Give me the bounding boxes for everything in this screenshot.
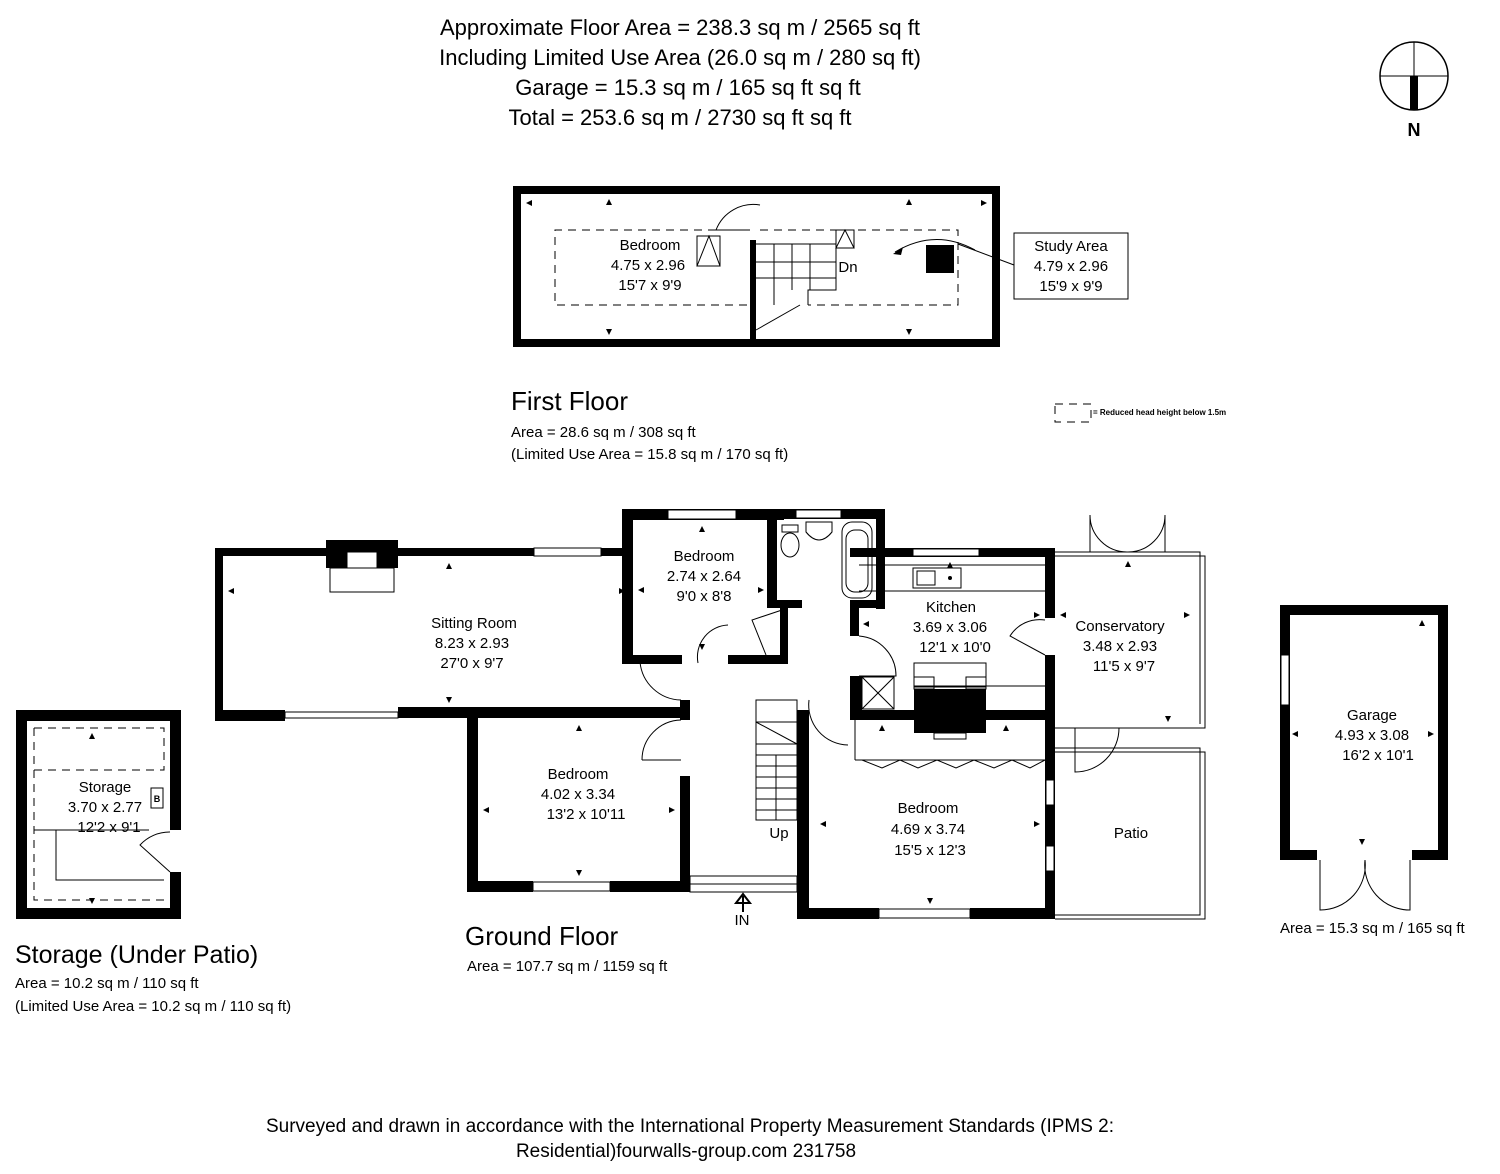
legend: = Reduced head height below 1.5m (1054, 403, 1226, 423)
garage-imperial: 16'2 x 10'1 (1342, 747, 1414, 764)
kitchen-metric: 3.69 x 3.06 (913, 619, 987, 636)
ff-bedroom-metric: 4.75 x 2.96 (611, 257, 685, 274)
first-floor-plan: Bedroom 4.75 x 2.96 15'7 x 9'9 Dn Study … (513, 186, 1129, 347)
storage-title: Storage (Under Patio) (15, 941, 258, 969)
compass-north-label: N (1408, 120, 1421, 140)
ff-stair-label: Dn (838, 259, 857, 276)
kitchen-imperial: 12'1 x 10'0 (919, 639, 991, 656)
storage-room-imperial: 12'2 x 9'1 (77, 819, 140, 836)
conservatory-metric: 3.48 x 2.93 (1083, 638, 1157, 655)
sitting-room-name: Sitting Room (431, 615, 517, 632)
right-bedroom-imperial: 15'5 x 12'3 (894, 842, 966, 859)
garage-plan: Garage 4.93 x 3.08 16'2 x 10'1 (1280, 605, 1448, 911)
legend-text: = Reduced head height below 1.5m (1093, 408, 1226, 417)
first-floor-title: First Floor (511, 386, 628, 416)
storage-room-name: Storage (79, 779, 132, 796)
header: Approximate Floor Area = 238.3 sq m / 25… (439, 15, 921, 130)
ground-floor-plan: Sitting Room 8.23 x 2.93 27'0 x 9'7 Bedr… (215, 509, 1206, 929)
ff-study-imperial: 15'9 x 9'9 (1039, 278, 1102, 295)
storage-area: Area = 10.2 sq m / 110 sq ft (15, 975, 199, 992)
left-bedroom-name: Bedroom (548, 766, 609, 783)
header-limited-use: Including Limited Use Area (26.0 sq m / … (439, 45, 921, 70)
entrance-label: IN (735, 912, 750, 929)
sitting-room-metric: 8.23 x 2.93 (435, 635, 509, 652)
ff-study-name: Study Area (1034, 238, 1108, 255)
gf-stair-label: Up (769, 825, 788, 842)
patio-label: Patio (1114, 825, 1148, 842)
small-bedroom-imperial: 9'0 x 8'8 (677, 588, 732, 605)
kitchen-name: Kitchen (926, 599, 976, 616)
right-bedroom-name: Bedroom (898, 800, 959, 817)
garage-name: Garage (1347, 707, 1397, 724)
footer-line-2: Residential)fourwalls-group.com 231758 (516, 1141, 856, 1162)
ground-floor-title: Ground Floor (465, 921, 619, 951)
first-floor-limited: (Limited Use Area = 15.8 sq m / 170 sq f… (511, 446, 788, 463)
ground-floor-area: Area = 107.7 sq m / 1159 sq ft (467, 958, 668, 975)
sitting-room-imperial: 27'0 x 9'7 (440, 655, 503, 672)
conservatory-name: Conservatory (1075, 618, 1165, 635)
compass-icon: N (1379, 41, 1449, 140)
right-bedroom-metric: 4.69 x 3.74 (891, 821, 965, 838)
header-floor-area: Approximate Floor Area = 238.3 sq m / 25… (440, 15, 920, 40)
ff-bedroom-name: Bedroom (620, 237, 681, 254)
small-bedroom-metric: 2.74 x 2.64 (667, 568, 741, 585)
storage-limited: (Limited Use Area = 10.2 sq m / 110 sq f… (15, 998, 291, 1015)
ff-bedroom-imperial: 15'7 x 9'9 (618, 277, 681, 294)
first-floor-area: Area = 28.6 sq m / 308 sq ft (511, 424, 697, 441)
ff-study-metric: 4.79 x 2.96 (1034, 258, 1108, 275)
footer-line-1: Surveyed and drawn in accordance with th… (266, 1116, 1114, 1137)
storage-room-metric: 3.70 x 2.77 (68, 799, 142, 816)
header-total: Total = 253.6 sq m / 2730 sq ft sq ft (508, 105, 851, 130)
conservatory-imperial: 11'5 x 9'7 (1093, 658, 1155, 675)
storage-plan: B Storage 3.70 x 2.77 12'2 x 9'1 (16, 710, 181, 919)
header-garage: Garage = 15.3 sq m / 165 sq ft sq ft (515, 75, 860, 100)
small-bedroom-name: Bedroom (674, 548, 735, 565)
boiler-label: B (154, 794, 161, 804)
garage-metric: 4.93 x 3.08 (1335, 727, 1409, 744)
left-bedroom-imperial: 13'2 x 10'11 (547, 806, 626, 823)
left-bedroom-metric: 4.02 x 3.34 (541, 786, 615, 803)
garage-area: Area = 15.3 sq m / 165 sq ft (1280, 920, 1466, 937)
